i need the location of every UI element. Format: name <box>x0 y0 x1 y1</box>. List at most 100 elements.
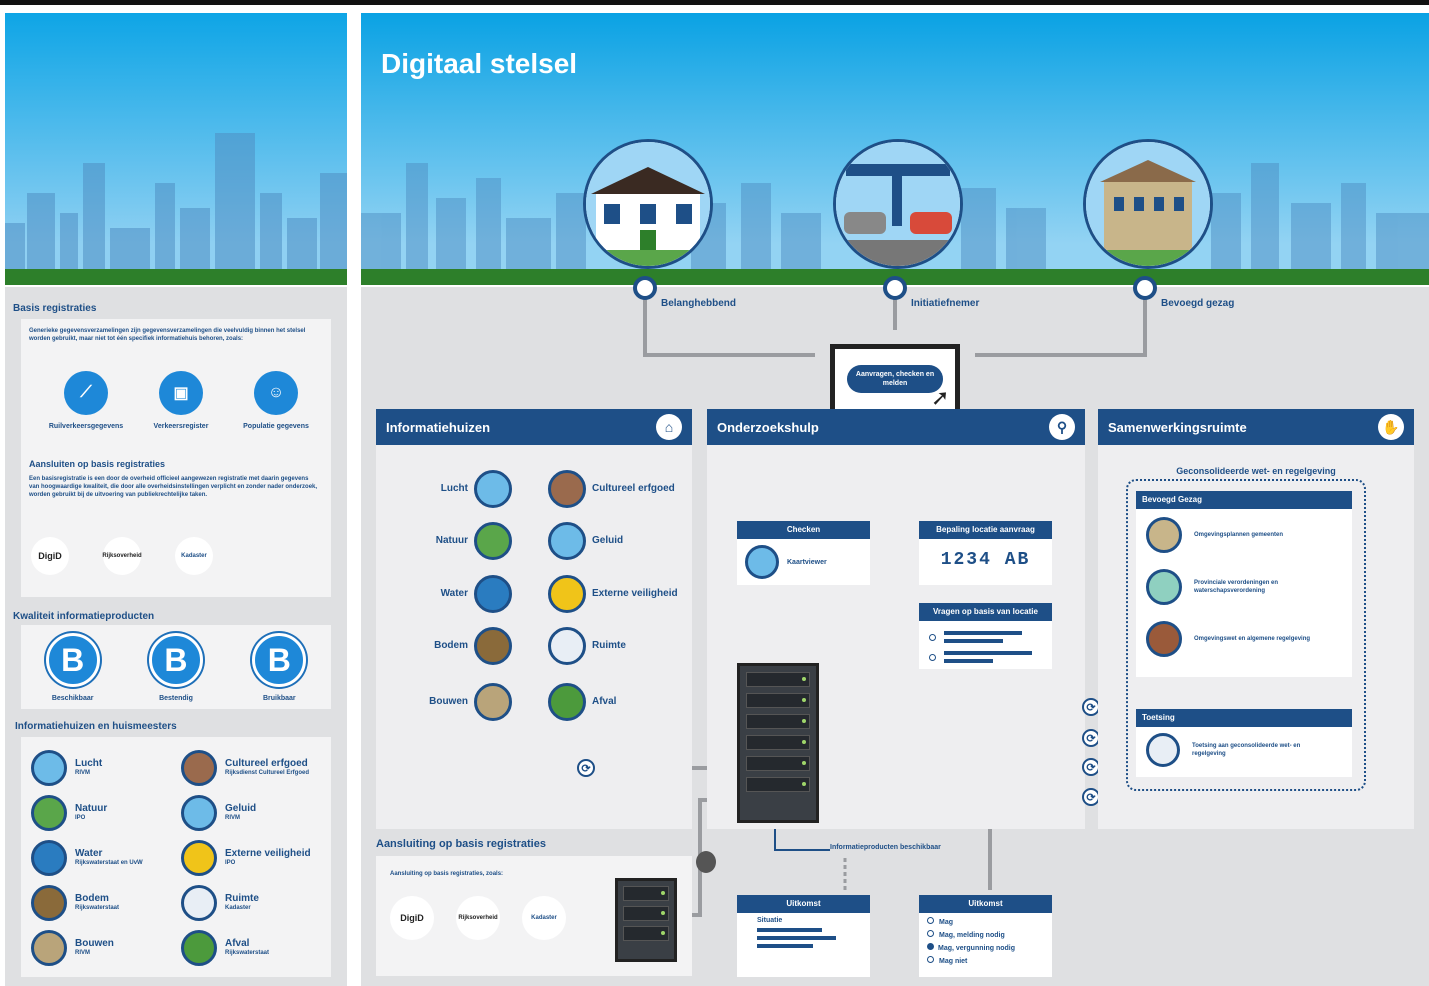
kwaliteit-label: Beschikbaar <box>51 695 94 702</box>
aanvragen-button[interactable]: Aanvragen, checken en melden <box>847 365 943 393</box>
left-info-column: Basis registraties Generieke gegevensver… <box>5 287 347 986</box>
huis-name: Geluid <box>225 803 257 814</box>
huis-owner: Kadaster <box>225 905 251 911</box>
basis-registraties-card: Generieke gegevensverzamelingen zijn geg… <box>21 319 331 597</box>
heritage-icon <box>181 749 217 786</box>
fuel-station-illustration <box>833 139 963 269</box>
regulation-item: Omgevingswet en algemene regelgeving <box>1136 613 1352 665</box>
cursor-icon: ➚ <box>931 385 950 410</box>
basis-item-label: Ruilverkeersgegevens <box>48 423 124 430</box>
regulation-label: Provinciale verordeningen en waterschaps… <box>1194 580 1279 594</box>
basis-registraties-title: Basis registraties <box>13 303 97 314</box>
huis-name: Afval <box>225 938 250 949</box>
actor-initiatiefnemer: Initiatiefnemer <box>911 298 980 309</box>
huis-name: Cultureel erfgoed <box>225 758 308 769</box>
actor-belanghebbend: Belanghebbend <box>661 298 737 309</box>
water-icon <box>31 839 67 876</box>
kadaster-logo: Kadaster <box>175 537 213 575</box>
bepaling-title: Bepaling locatie aanvraag <box>919 521 1052 539</box>
option-vergunning[interactable]: Mag, vergunning nodig <box>927 942 1044 955</box>
informatieproducten-beschikbaar-label: Informatieproducten beschikbaar <box>830 844 941 851</box>
huis-owner: Rijkswaterstaat en UvW <box>75 860 143 866</box>
soil-icon <box>31 884 67 921</box>
regulation-item: Provinciale verordeningen en waterschaps… <box>1136 561 1352 613</box>
panel-title: Samenwerkingsruimte <box>1108 419 1247 435</box>
huis-name: Bodem <box>75 893 109 904</box>
huis-owner: Rijkswaterstaat <box>225 950 270 956</box>
option-mag-niet[interactable]: Mag niet <box>927 955 1044 968</box>
toetsing-label: Toetsing aan geconsolideerde wet- en reg… <box>1192 743 1301 757</box>
toetsing-box: Toetsing Toetsing aan geconsolideerde we… <box>1136 709 1352 777</box>
basis-item-label: Verkeersregister <box>153 423 209 430</box>
landscape-icon <box>1146 569 1182 605</box>
huis-name: Ruimte <box>225 893 259 904</box>
bepaling-box: Bepaling locatie aanvraag 1234 AB <box>919 521 1052 585</box>
postcode-display: 1234 AB <box>940 550 1031 570</box>
kwaliteit-title: Kwaliteit informatieproducten <box>13 611 155 622</box>
road-icon: ⟋ <box>64 371 108 415</box>
theme-externe-veiligheid: Externe veiligheid <box>592 588 678 599</box>
theme-afval: Afval <box>592 696 617 707</box>
huis-owner: RIVM <box>75 950 90 956</box>
water-icon <box>474 575 512 613</box>
basis-item-label: Populatie gegevens <box>243 423 309 430</box>
huizen-title: Informatiehuizen en huismeesters <box>15 721 177 732</box>
kaartviewer-label: Kaartviewer <box>787 558 827 566</box>
regulation-label: Omgevingsplannen gemeenten <box>1194 532 1284 538</box>
handshake-icon: ✋ <box>1378 414 1404 440</box>
huis-owner: IPO <box>225 860 236 866</box>
page-title: Digitaal stelsel <box>381 48 578 79</box>
logo-row: DigiD Rijksoverheid Kadaster <box>31 537 213 575</box>
rijksoverheid-logo: Rijksoverheid <box>456 896 500 940</box>
option-mag[interactable]: Mag <box>927 916 1044 929</box>
aansluiting-title: Aansluiting op basis registraties <box>376 838 546 850</box>
uitkomst-title: Uitkomst <box>737 895 870 913</box>
bin-icon <box>548 683 586 721</box>
panel-title: Onderzoekshulp <box>717 419 819 435</box>
search-icon: ⚲ <box>1049 414 1075 440</box>
huis-name: Lucht <box>75 758 103 769</box>
checken-box: Checken Kaartviewer <box>737 521 870 585</box>
option-label: Mag, melding nodig <box>939 932 1005 939</box>
warning-icon <box>548 575 586 613</box>
speaker-icon <box>181 794 217 831</box>
option-melding[interactable]: Mag, melding nodig <box>927 929 1044 942</box>
building-icon <box>474 683 512 721</box>
samen-heading: Geconsolideerde wet- en regelgeving <box>1176 466 1336 476</box>
aansluiting-logos: DigiD Rijksoverheid Kadaster <box>390 896 566 940</box>
theme-ruimte: Ruimte <box>592 640 626 651</box>
kwaliteit-label: Bruikbaar <box>262 695 296 702</box>
aansluiting-text: Aansluiting op basis registraties, zoals… <box>390 871 504 877</box>
cloud-icon <box>31 749 67 786</box>
actor-bevoegd-gezag: Bevoegd gezag <box>1161 298 1235 309</box>
basis-item: ☺ Populatie gegevens <box>231 371 321 430</box>
vragen-box: Vragen op basis van locatie <box>919 603 1052 669</box>
skyline-illustration <box>5 133 347 285</box>
informatiehuizen-panel: Informatiehuizen⌂ <box>376 409 692 829</box>
huis-owner: RIVM <box>225 815 240 821</box>
top-rule <box>0 0 1429 5</box>
huis-owner: IPO <box>75 815 86 821</box>
huis-name: Bouwen <box>75 938 114 949</box>
kwaliteit-item: B Bestendig <box>148 633 203 702</box>
huis-owner: RIVM <box>75 770 90 776</box>
kadaster-logo: Kadaster <box>522 896 566 940</box>
city-skyline-illustration <box>361 163 1429 285</box>
people-icon: ☺ <box>254 371 298 415</box>
house-icon: ⌂ <box>656 414 682 440</box>
option-label: Mag niet <box>939 958 968 965</box>
huis-name: Water <box>75 848 103 859</box>
building-icon <box>31 929 67 966</box>
rijksoverheid-logo: Rijksoverheid <box>102 537 142 575</box>
uitkomst-situatie-box: Uitkomst Situatie <box>737 895 870 977</box>
kwaliteit-item: B Beschikbaar <box>45 633 100 702</box>
aansluiten-title: Aansluiten op basis registraties <box>29 459 166 469</box>
basis-text: Generieke gegevensverzamelingen zijn geg… <box>29 328 306 342</box>
server-rack <box>737 663 819 823</box>
theme-natuur: Natuur <box>435 535 468 546</box>
house-illustration <box>583 139 713 269</box>
actor-node <box>883 276 907 300</box>
